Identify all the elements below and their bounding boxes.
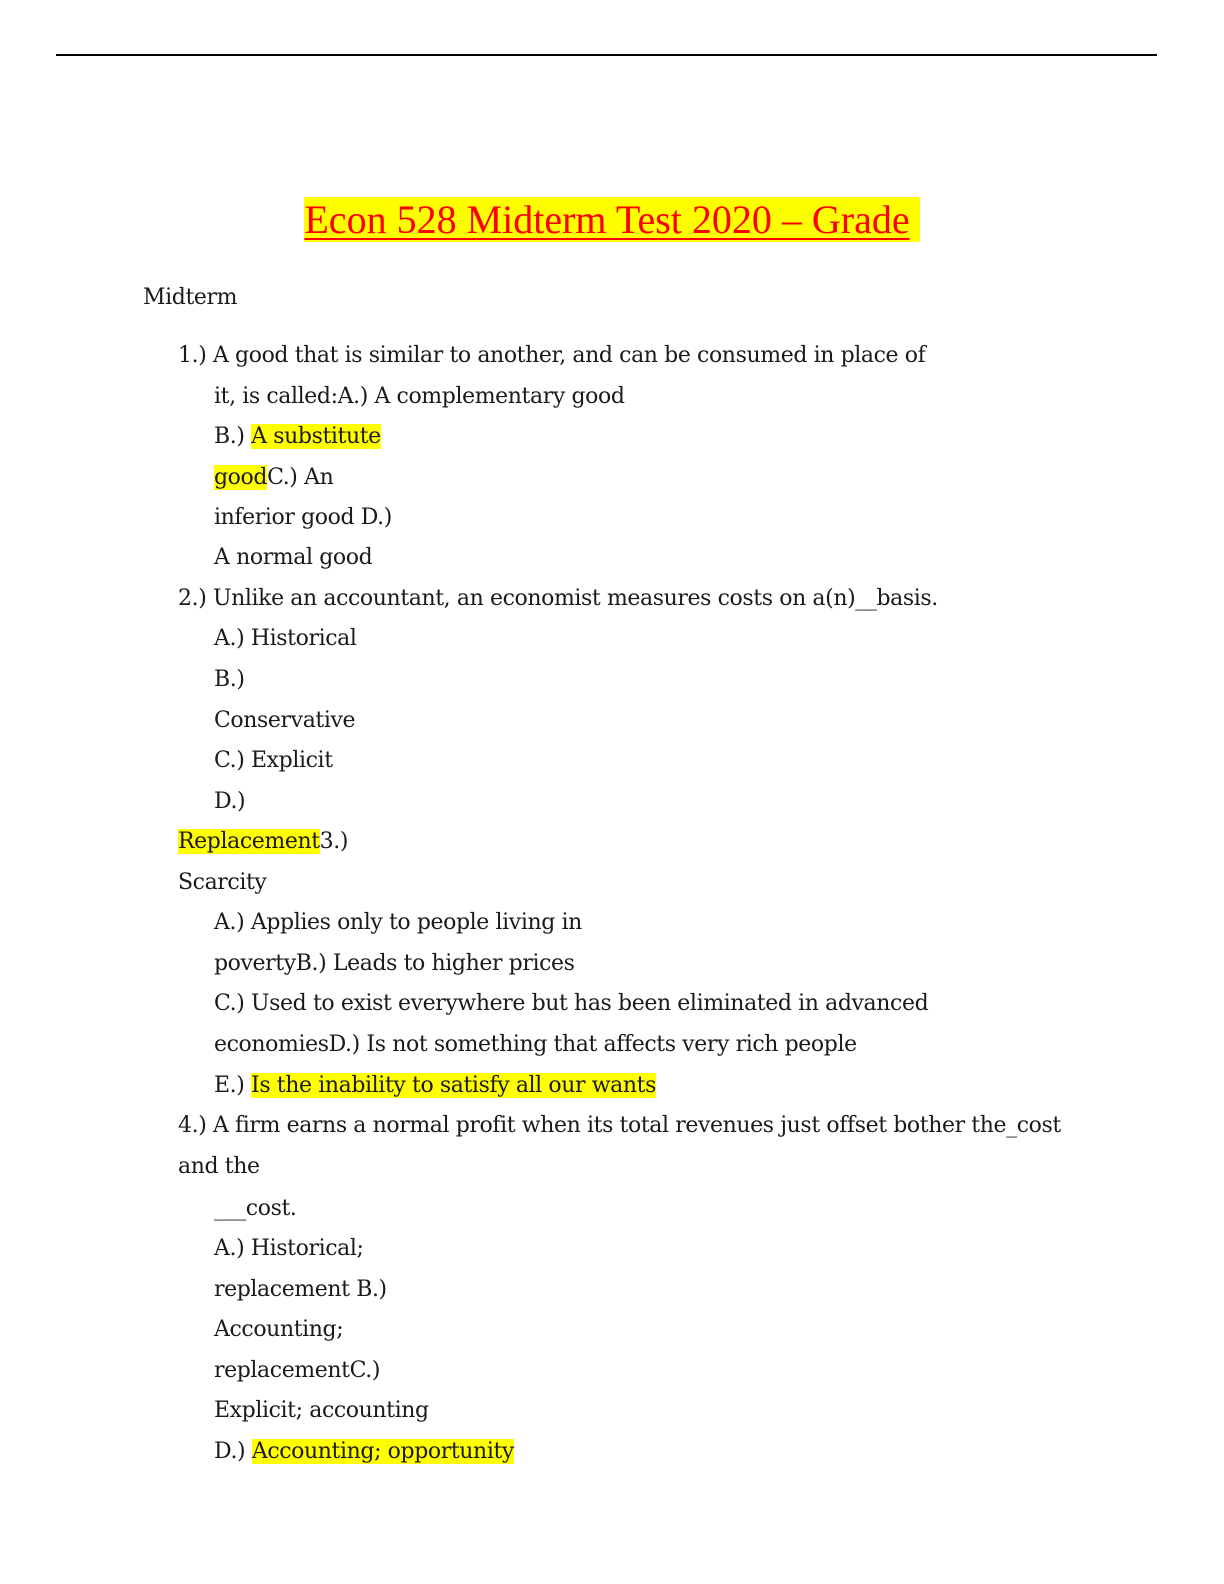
line-text: A.) Historical; — [214, 1236, 364, 1261]
line-text: Scarcity — [178, 870, 267, 895]
line-text: D.) — [214, 789, 246, 814]
answer-line: Conservative — [214, 706, 356, 736]
answer-line: Replacement3.) — [178, 827, 348, 857]
line-text: povertyB.) Leads to higher prices — [214, 951, 575, 976]
answer-line: povertyB.) Leads to higher prices — [214, 949, 575, 979]
question-line: and the — [178, 1152, 260, 1182]
answer-line: A normal good — [214, 543, 373, 573]
line-text: 1.) A good that is similar to another, a… — [178, 343, 926, 368]
line-text: 3.) — [319, 829, 349, 854]
line-text: E.) — [214, 1073, 252, 1098]
line-text: 4.) A firm earns a normal profit when it… — [178, 1113, 1061, 1138]
question-line: ___cost. — [214, 1194, 297, 1224]
line-text: replacementC.) — [214, 1358, 381, 1383]
answer-line: economiesD.) Is not something that affec… — [214, 1030, 857, 1060]
line-text: Accounting; — [214, 1317, 344, 1342]
line-text: it, is called:A.) A complementary good — [214, 384, 625, 409]
answer-line: A.) Applies only to people living in — [214, 908, 582, 938]
title-text: Econ 528 Midterm Test 2020 – Grade — [304, 197, 920, 242]
line-text: Conservative — [214, 708, 356, 733]
question-line: Scarcity — [178, 868, 267, 898]
line-text: A.) Applies only to people living in — [214, 910, 582, 935]
answer-line: C.) Used to exist everywhere but has bee… — [214, 989, 929, 1019]
answer-line: B.) A substitute — [214, 422, 381, 452]
line-text: and the — [178, 1154, 260, 1179]
line-text: D.) — [214, 1439, 252, 1464]
line-text: economiesD.) Is not something that affec… — [214, 1032, 857, 1057]
line-text: C.) Used to exist everywhere but has bee… — [214, 991, 929, 1016]
line-text: ___cost. — [214, 1196, 297, 1221]
answer-line: Accounting; — [214, 1315, 344, 1345]
answer-line: C.) Explicit — [214, 746, 333, 776]
answer-line: goodC.) An — [214, 463, 334, 493]
line-text: inferior good D.) — [214, 505, 392, 530]
line-text: Explicit; accounting — [214, 1398, 429, 1423]
line-text: B.) — [214, 667, 245, 692]
line-text: A normal good — [214, 545, 373, 570]
answer-line: A.) Historical; — [214, 1234, 364, 1264]
line-text: C.) Explicit — [214, 748, 333, 773]
answer-line: D.) — [214, 787, 246, 817]
answer-line: replacementC.) — [214, 1356, 380, 1386]
line-text: 2.) Unlike an accountant, an economist m… — [178, 586, 938, 611]
line-text: C.) An — [267, 465, 334, 490]
question-line: it, is called:A.) A complementary good — [214, 382, 625, 412]
answer-line: A.) Historical — [214, 624, 357, 654]
highlighted-answer: A substitute — [251, 424, 381, 449]
answer-line: Explicit; accounting — [214, 1396, 429, 1426]
question-line: 4.) A firm earns a normal profit when it… — [178, 1111, 1061, 1141]
answer-line: D.) Accounting; opportunity — [214, 1437, 514, 1467]
line-text: A.) Historical — [214, 626, 357, 651]
top-rule — [56, 54, 1157, 56]
line-text: replacement B.) — [214, 1277, 387, 1302]
document-title: Econ 528 Midterm Test 2020 – Grade — [0, 196, 1224, 244]
answer-line: B.) — [214, 665, 245, 695]
question-line: 2.) Unlike an accountant, an economist m… — [178, 584, 938, 614]
section-label: Midterm — [143, 285, 238, 310]
highlighted-answer: Accounting; opportunity — [251, 1439, 514, 1464]
highlighted-answer: Is the inability to satisfy all our want… — [251, 1073, 656, 1098]
highlighted-answer: Replacement — [178, 829, 320, 854]
question-line: 1.) A good that is similar to another, a… — [178, 341, 926, 371]
line-text: B.) — [214, 424, 252, 449]
answer-line: E.) Is the inability to satisfy all our … — [214, 1071, 656, 1101]
highlighted-answer: good — [214, 465, 268, 490]
answer-line: replacement B.) — [214, 1275, 387, 1305]
answer-line: inferior good D.) — [214, 503, 392, 533]
